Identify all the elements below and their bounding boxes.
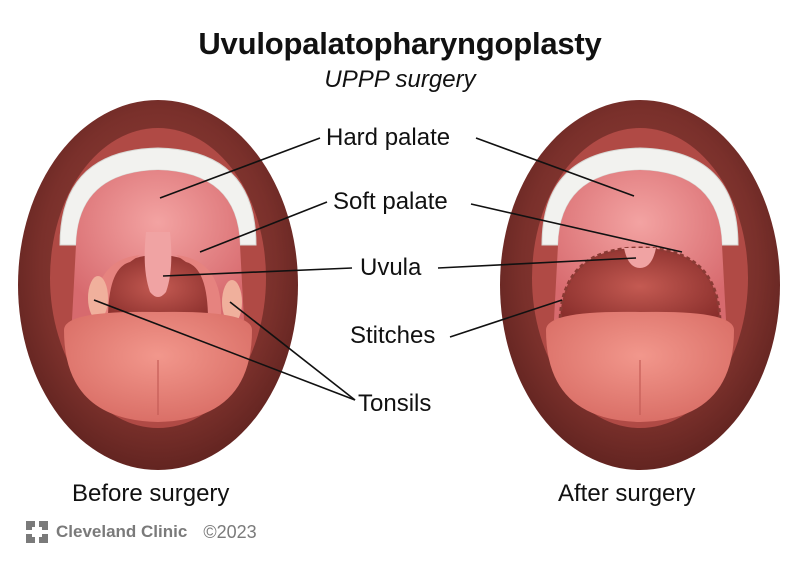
cleveland-clinic-logo-icon <box>26 521 48 543</box>
mouth-before <box>18 100 298 470</box>
mouth-after <box>500 100 780 470</box>
label-soft-palate: Soft palate <box>333 188 448 215</box>
label-hard-palate: Hard palate <box>326 124 451 151</box>
footer-brand: Cleveland Clinic <box>56 522 188 541</box>
caption-before: Before surgery <box>72 480 230 507</box>
label-tonsils: Tonsils <box>358 390 432 417</box>
leader-lines <box>93 137 683 401</box>
caption-after: After surgery <box>558 480 696 507</box>
label-uvula: Uvula <box>360 254 422 281</box>
diagram-title: Uvulopalatopharyngoplasty <box>198 26 602 61</box>
label-stitches: Stitches <box>350 322 436 349</box>
footer-copyright: ©2023 <box>203 521 257 542</box>
footer: Cleveland Clinic ©2023 <box>26 521 257 543</box>
diagram-subtitle: UPPP surgery <box>324 66 476 93</box>
